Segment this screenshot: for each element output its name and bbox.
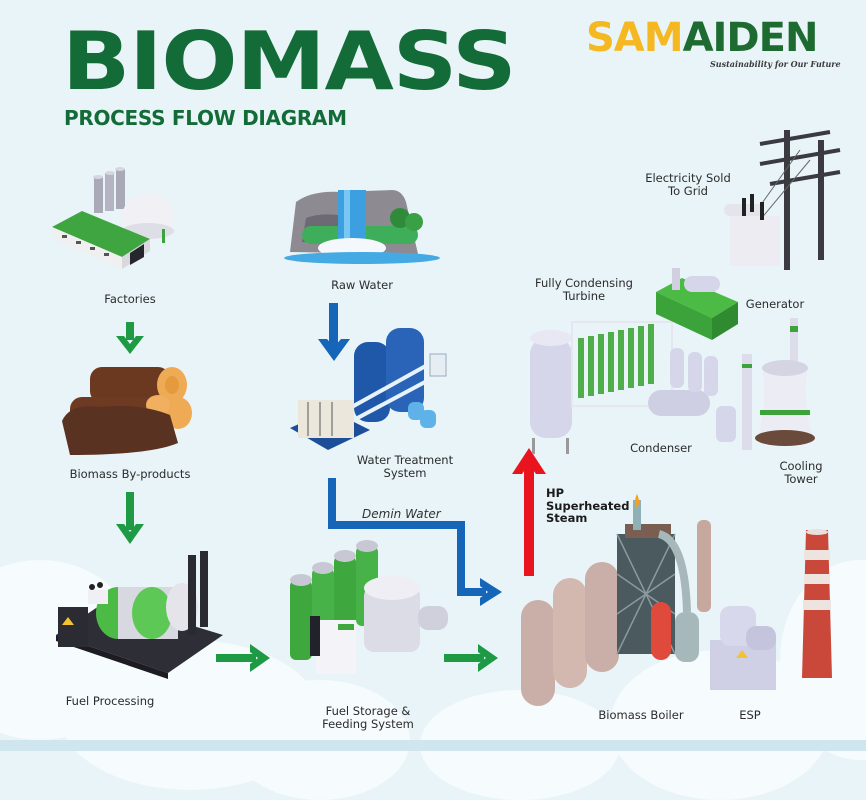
flow-label-demin-water: Demin Water <box>362 507 441 521</box>
flow-label-hp-steam-line2: Superheated <box>546 498 630 513</box>
turbine-icon <box>530 321 736 454</box>
node-label-factories: Factories <box>104 292 156 306</box>
flow-label-hp-steam: HP Superheated Steam <box>546 487 629 525</box>
node-label-fuel-storage-line2: Feeding System <box>322 717 414 732</box>
page-title: BIOMASS <box>62 15 517 108</box>
node-label-turbine-line1: Fully Condensing <box>535 276 633 290</box>
node-label-water-treatment-line2: System <box>383 466 427 481</box>
page-subtitle: PROCESS FLOW DIAGRAM <box>64 106 347 130</box>
flow-arrow-fuel-processing-to-storage <box>216 644 270 672</box>
company-logo: SAMAIDEN <box>586 15 819 61</box>
node-label-cooling-tower-line1: Cooling <box>779 459 823 473</box>
node-label-cooling-tower-line2: Tower <box>784 472 818 487</box>
node-label-biomass-boiler: Biomass Boiler <box>598 708 684 722</box>
bottom-band <box>0 740 866 751</box>
power-pylon-icon <box>724 130 841 270</box>
flow-label-hp-steam-line3: Steam <box>546 511 588 526</box>
flow-arrow-demin-water <box>328 478 502 606</box>
node-label-grid-line2: To Grid <box>668 184 708 199</box>
flow-arrow-steam-to-turbine <box>512 448 546 576</box>
node-label-turbine-line2: Turbine <box>562 289 606 304</box>
logo-tagline: Sustainability for Our Future <box>710 59 841 69</box>
water-treatment-icon <box>290 328 447 450</box>
flow-arrow-byproducts-to-fuel-processing <box>116 492 144 544</box>
factory-icon <box>52 167 174 269</box>
node-label-fuel-storage-line1: Fuel Storage & <box>325 704 411 718</box>
node-label-generator: Generator <box>745 297 805 311</box>
generator-icon <box>656 268 738 340</box>
node-label-cooling-tower: Cooling Tower <box>770 459 832 487</box>
node-label-grid-line1: Electricity Sold <box>645 171 731 185</box>
node-label-grid: Electricity Sold To Grid <box>638 171 738 199</box>
logs-icon <box>62 367 192 455</box>
node-label-esp: ESP <box>739 708 761 722</box>
node-label-turbine: Fully Condensing Turbine <box>524 276 644 304</box>
flow-arrow-raw-water-to-treatment <box>318 303 350 361</box>
esp-icon <box>710 606 776 690</box>
node-label-water-treatment: Water Treatment System <box>345 453 465 481</box>
logo-part-aiden: AIDEN <box>682 15 819 61</box>
chimney-icon <box>802 529 832 678</box>
node-label-condenser: Condenser <box>630 441 692 455</box>
flow-arrow-factories-to-byproducts <box>116 322 144 354</box>
flow-label-hp-steam-line1: HP <box>546 486 565 500</box>
fuel-processing-machine-icon <box>56 551 223 679</box>
boiler-icon <box>521 494 711 706</box>
node-label-fuel-storage: Fuel Storage & Feeding System <box>308 704 428 732</box>
waterfall-icon <box>284 190 440 264</box>
flow-arrow-storage-to-boiler <box>444 644 498 672</box>
node-label-water-treatment-line1: Water Treatment <box>356 453 454 467</box>
logo-part-sam: SAM <box>586 15 684 61</box>
node-label-biomass-byproducts: Biomass By-products <box>69 467 191 481</box>
silo-icon <box>290 540 448 674</box>
node-label-fuel-processing: Fuel Processing <box>65 694 155 708</box>
node-label-raw-water: Raw Water <box>331 278 393 292</box>
cooling-tower-icon <box>742 318 815 450</box>
